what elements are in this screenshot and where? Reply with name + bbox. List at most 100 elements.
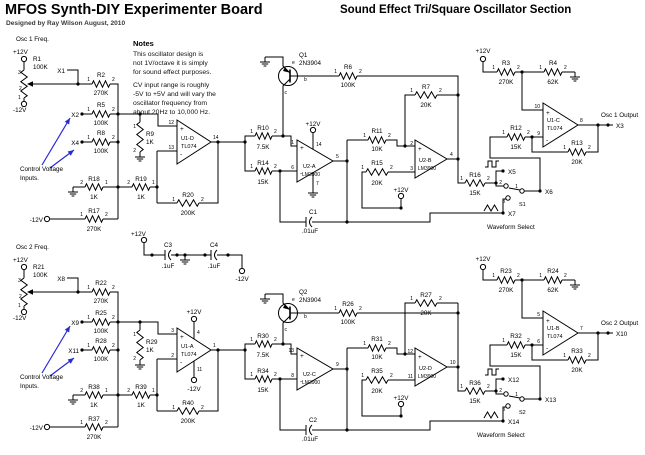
label-X5: X5 [508, 169, 516, 176]
junction-dot [116, 140, 120, 144]
label-20K: 20K [420, 310, 432, 317]
label-2: 2 [388, 341, 391, 347]
label-1: 1 [250, 372, 253, 378]
resistor-R10 [254, 131, 273, 141]
label-+12V: +12V [476, 256, 492, 263]
label-2: 2 [201, 405, 204, 411]
label--: - [180, 151, 182, 158]
switch-contact [503, 391, 509, 397]
junction-dot [345, 220, 349, 224]
wire [110, 113, 177, 127]
label-2: 2 [564, 273, 567, 279]
junction-dot [345, 428, 349, 432]
label-R36: R36 [469, 380, 481, 387]
junction-dot [116, 185, 120, 189]
junction-dot [456, 311, 460, 315]
label-1: 1 [18, 303, 21, 309]
label-X13: X13 [545, 397, 557, 404]
junction-dot [203, 253, 207, 257]
opamp-U1-C [542, 102, 579, 148]
label-2: 2 [112, 77, 115, 83]
label-100K: 100K [94, 120, 110, 127]
resistor-R27 [414, 298, 438, 308]
junction-dot [216, 140, 220, 144]
label-10: 10 [534, 104, 540, 110]
wire [244, 135, 255, 142]
label-R13: R13 [571, 140, 583, 147]
label-2: 2 [171, 353, 174, 359]
label-1: 1 [563, 145, 566, 151]
label-X14: X14 [508, 419, 520, 426]
junction-dot [183, 253, 187, 257]
label-1: 1 [334, 306, 337, 312]
label-X11: X11 [68, 348, 79, 355]
label-2: 2 [105, 420, 108, 426]
label-.01uF: .01uF [302, 436, 318, 443]
label-+: + [418, 146, 422, 153]
label-Osc2Output: Osc 2 Output [601, 320, 638, 327]
wire [531, 137, 568, 153]
label-1: 1 [80, 212, 83, 218]
junction-dot [501, 211, 505, 215]
label-LM3900: LM3900 [418, 374, 436, 380]
label-Osc1Output: Osc 1 Output [601, 112, 638, 119]
label-X12: X12 [508, 377, 520, 384]
resistor-R26 [338, 308, 358, 318]
junction-dot [76, 82, 80, 86]
resistor-R38 [84, 390, 104, 400]
wire [272, 343, 297, 355]
label-200K: 200K [181, 418, 197, 425]
power-terminal [479, 263, 487, 271]
label-270K: 270K [94, 298, 110, 305]
label-X9: X9 [71, 320, 79, 327]
label-Q1: Q1 [299, 52, 308, 59]
label-LM3900: LM3900 [418, 166, 436, 172]
opamp-U2-B [414, 139, 448, 179]
label-14: 14 [213, 135, 219, 141]
label-1: 1 [291, 140, 294, 146]
label-R14: R14 [257, 160, 269, 167]
label-1: 1 [80, 420, 83, 426]
label-R10: R10 [257, 125, 269, 132]
wire [508, 187, 521, 191]
label-6: 6 [291, 165, 294, 171]
label-1K: 1K [146, 347, 155, 354]
wire [508, 395, 521, 399]
transistor-emitter-arrow-Q2 [283, 304, 289, 310]
capacitor-curved-plate-C1 [309, 216, 313, 228]
label-2: 2 [499, 180, 502, 186]
label-S1: S1 [519, 202, 526, 208]
junction-dot [155, 185, 159, 189]
resistor-R20 [176, 198, 200, 208]
junction-dot [281, 342, 285, 346]
label-100K: 100K [94, 328, 110, 335]
label-+: + [300, 353, 304, 360]
label-62K: 62K [547, 287, 559, 294]
wire [586, 125, 599, 153]
label-2: 2 [359, 306, 362, 312]
notes-heading: Notes [133, 39, 154, 48]
label-1: 1 [152, 388, 155, 394]
wire [67, 277, 79, 292]
label-8: 8 [291, 373, 294, 379]
label-11: 11 [197, 367, 202, 373]
wire [110, 321, 177, 335]
junction-dot [403, 144, 407, 148]
cv-input-arrow [41, 325, 71, 374]
label--12V: -12V [13, 315, 27, 322]
power-terminal [238, 267, 246, 275]
label-15K: 15K [469, 190, 481, 197]
label-+12V: +12V [306, 121, 322, 128]
label-R8: R8 [97, 130, 106, 137]
label-2: 2 [564, 65, 567, 71]
label-ControlVoltage: Control Voltage [20, 166, 64, 173]
wire [199, 350, 219, 412]
label-1: 1 [410, 296, 413, 302]
power-terminal [43, 423, 51, 431]
wire [482, 62, 497, 73]
wire [279, 171, 306, 223]
label-X3: X3 [616, 123, 624, 130]
resistor-R18 [84, 182, 104, 192]
label-C1: C1 [309, 209, 318, 216]
